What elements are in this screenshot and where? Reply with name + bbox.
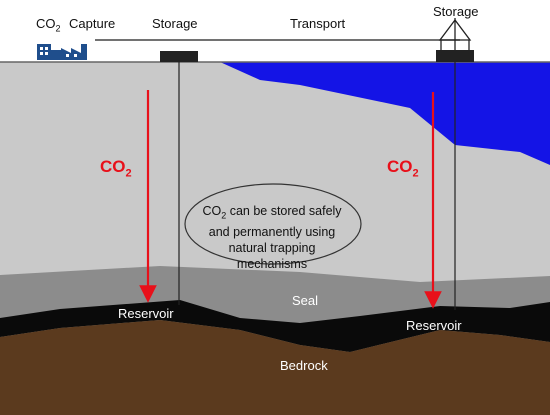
bedrock-layer: [0, 320, 550, 415]
seal-label: Seal: [292, 293, 319, 308]
callout-text: CO2 can be stored safely and permanently…: [202, 204, 342, 271]
storage-pad-left: [160, 51, 198, 62]
storage-right-label: Storage: [433, 4, 479, 19]
reservoir-label-left: Reservoir: [118, 306, 174, 321]
bedrock-label: Bedrock: [280, 358, 328, 373]
co2-injection-label-right: CO2: [387, 157, 419, 180]
co2-injection-label-left: CO2: [100, 157, 132, 180]
sea: [220, 62, 550, 165]
capture-label: Capture: [69, 16, 116, 31]
reservoir-label-right: Reservoir: [406, 318, 462, 333]
storage-left-label: Storage: [152, 16, 198, 31]
co2-label: CO2: [36, 16, 61, 34]
offshore-platform: [436, 18, 474, 62]
transport-label: Transport: [290, 16, 346, 31]
callout-ellipse: [184, 183, 362, 265]
factory-icon: [37, 44, 87, 60]
reservoir-layer: [0, 300, 550, 352]
